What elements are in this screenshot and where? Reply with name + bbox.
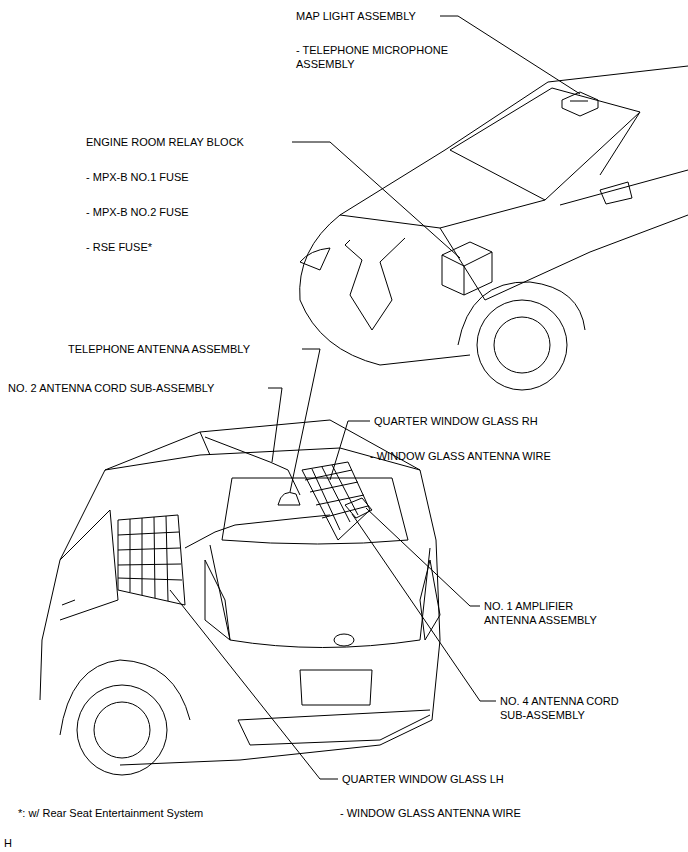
rear-wheel-arch bbox=[60, 660, 190, 735]
part-label: H bbox=[4, 836, 12, 850]
part-label: NO. 4 ANTENNA CORD SUB-ASSEMBLY bbox=[500, 694, 640, 722]
part-label: MAP LIGHT ASSEMBLY bbox=[296, 9, 416, 23]
side-mirror bbox=[600, 182, 632, 204]
taillight bbox=[205, 560, 440, 640]
hood bbox=[340, 200, 545, 300]
part-label: - WINDOW GLASS ANTENNA WIRE bbox=[340, 806, 521, 820]
quarter-window-lh bbox=[118, 515, 185, 605]
part-label: ENGINE ROOM RELAY BLOCK bbox=[86, 135, 244, 149]
part-label: *: w/ Rear Seat Entertainment System bbox=[18, 806, 203, 820]
tailgate bbox=[210, 545, 430, 648]
headlamp bbox=[300, 248, 330, 270]
windshield bbox=[450, 88, 640, 200]
leader-line bbox=[170, 590, 338, 779]
amplifier bbox=[345, 498, 372, 518]
license-plate bbox=[300, 670, 372, 705]
leader-line bbox=[290, 349, 320, 492]
front-vehicle bbox=[300, 66, 688, 390]
body-outline bbox=[300, 66, 688, 300]
map-light bbox=[562, 92, 598, 116]
part-label: - RSE FUSE* bbox=[86, 240, 152, 254]
engine-room-relay-block bbox=[442, 242, 492, 295]
tailgate-window bbox=[222, 478, 408, 544]
emblem bbox=[334, 634, 354, 646]
rear-bumper bbox=[238, 710, 430, 745]
part-label: QUARTER WINDOW GLASS LH bbox=[342, 772, 504, 786]
part-label: - WINDOW GLASS ANTENNA WIRE bbox=[370, 449, 551, 463]
part-label: QUARTER WINDOW GLASS RH bbox=[374, 414, 538, 428]
front-bumper bbox=[300, 300, 470, 365]
side-body bbox=[485, 112, 688, 300]
part-label: - MPX-B NO.2 FUSE bbox=[86, 205, 189, 219]
leader-line bbox=[292, 142, 460, 258]
part-label: - TELEPHONE MICROPHONE ASSEMBLY bbox=[296, 43, 471, 71]
leader-lines bbox=[170, 16, 580, 779]
telephone-antenna bbox=[278, 492, 300, 505]
rear-vehicle bbox=[40, 420, 440, 775]
leader-line bbox=[440, 16, 580, 94]
leader-line bbox=[352, 514, 496, 701]
leader-line bbox=[330, 421, 370, 480]
front-wheel bbox=[477, 300, 567, 390]
part-label: NO. 1 AMPLIFIER ANTENNA ASSEMBLY bbox=[484, 599, 614, 627]
rear-wheel-hub bbox=[94, 702, 150, 758]
spindle-grille bbox=[345, 238, 405, 330]
part-label: NO. 2 ANTENNA CORD SUB-ASSEMBLY bbox=[8, 381, 214, 395]
front-wheel-hub bbox=[494, 317, 550, 373]
quarter-window-rh bbox=[302, 462, 370, 540]
leader-line bbox=[366, 508, 480, 606]
part-label: TELEPHONE ANTENNA ASSEMBLY bbox=[68, 342, 250, 356]
body-outline bbox=[40, 420, 440, 765]
rear-wheel bbox=[77, 685, 167, 775]
antenna-cord bbox=[185, 437, 330, 548]
leader-line bbox=[268, 388, 282, 462]
part-label: - MPX-B NO.1 FUSE bbox=[86, 170, 189, 184]
side-door bbox=[60, 510, 118, 620]
